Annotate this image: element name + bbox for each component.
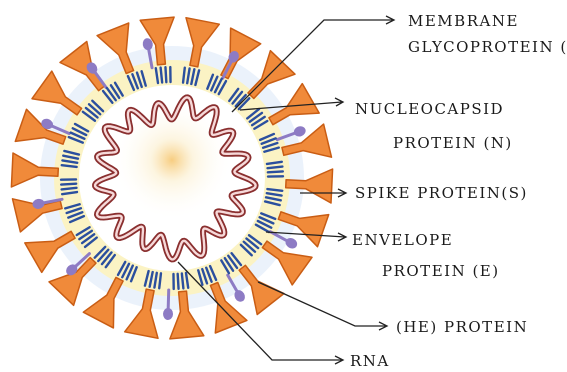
label-nucleocapsid-line1: NUCLEOCAPSID <box>355 100 504 118</box>
leader-he <box>258 282 386 326</box>
membrane-protein <box>165 67 166 82</box>
labels: MEMBRANE GLYCOPROTEIN (M) NUCLEOCAPSID P… <box>350 12 567 370</box>
label-membrane-line2: GLYCOPROTEIN (M) <box>408 38 567 56</box>
membrane-protein <box>182 273 184 288</box>
membrane-protein <box>268 171 283 172</box>
membrane-protein <box>178 274 179 289</box>
virus-particle <box>11 17 332 339</box>
label-spike: SPIKE PROTEIN(S) <box>355 184 528 202</box>
label-membrane-line1: MEMBRANE <box>408 12 519 30</box>
label-envelope-line1: ENVELOPE <box>352 231 453 249</box>
membrane-protein <box>161 68 163 83</box>
label-he-protein: (HE) PROTEIN <box>396 318 528 336</box>
label-nucleocapsid-line2: PROTEIN (N) <box>393 134 513 152</box>
membrane-protein <box>62 188 77 190</box>
label-rna: RNA <box>350 352 390 370</box>
membrane-protein <box>267 167 282 169</box>
membrane-protein <box>61 184 76 185</box>
label-envelope-line2: PROTEIN (E) <box>382 262 500 280</box>
